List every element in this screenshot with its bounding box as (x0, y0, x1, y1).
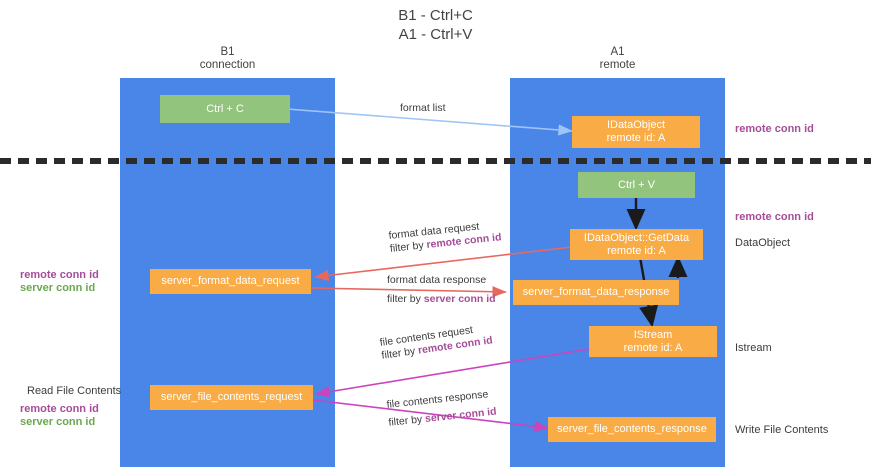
node-ctrl-c[interactable]: Ctrl + C (160, 95, 290, 123)
annotation-right-dataobject: DataObject (735, 237, 791, 249)
node-server-format-data-request[interactable]: server_format_data_request (150, 269, 311, 294)
edge-label-format-list: format list (400, 102, 446, 114)
node-ctrl-v[interactable]: Ctrl + V (578, 172, 695, 198)
annotation-left-read-file-contents: Read File Contents (27, 385, 122, 397)
annotation-left-server-conn-id: server conn id (20, 282, 96, 294)
edge-label-format-data-response-filter: filter by server conn id (387, 293, 496, 306)
node-server-file-contents-response[interactable]: server_file_contents_response (548, 417, 716, 442)
diagram-title: B1 - Ctrl+C A1 - Ctrl+V (398, 7, 473, 43)
annotation-right-remote-conn-id-mid: remote conn id (735, 211, 814, 223)
annotation-right-istream: Istream (735, 342, 772, 354)
annotation-left-server-conn-id-2: server conn id (20, 416, 96, 428)
edge-label-format-data-response-text: format data response (387, 274, 487, 286)
annotation-left-remote-conn-id-2: remote conn id (20, 403, 99, 415)
filter-prefix: filter by (387, 413, 426, 429)
node-idataobject-getdata[interactable]: IDataObject::GetData remote id: A (570, 229, 703, 260)
annotation-right-write-file-contents: Write File Contents (735, 424, 829, 436)
node-server-format-data-response[interactable]: server_format_data_response (513, 280, 679, 305)
annotation-left-remote-conn-id: remote conn id (20, 269, 99, 281)
node-istream[interactable]: IStream remote id: A (589, 326, 717, 357)
lane-header-a1: A1 remote (599, 46, 636, 71)
node-idataobject[interactable]: IDataObject remote id: A (572, 116, 700, 148)
filter-key-server-conn-id: server conn id (423, 293, 496, 305)
filter-prefix: filter by (387, 293, 424, 305)
filter-prefix: filter by (389, 239, 428, 255)
lane-header-b1: B1 connection (199, 46, 256, 71)
annotation-right-remote-conn-id-top: remote conn id (735, 123, 814, 135)
edge-label-format-data-response: format data response filter by server co… (387, 274, 496, 306)
node-server-file-contents-request[interactable]: server_file_contents_request (150, 385, 313, 410)
